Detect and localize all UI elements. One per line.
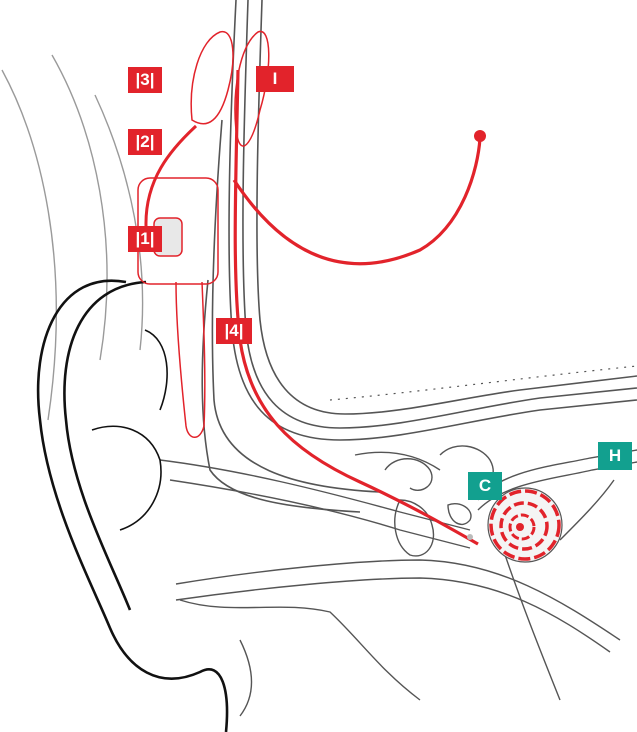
electrode-array — [235, 70, 478, 544]
label-2: |2| — [128, 129, 162, 155]
label-c: C — [468, 472, 502, 500]
label-3: |3| — [128, 67, 162, 93]
head-contour-lines — [2, 55, 143, 420]
label-h: H — [598, 442, 632, 470]
implant-lead — [234, 138, 480, 264]
outer-ear-outline — [38, 281, 227, 732]
label-i: I — [256, 66, 294, 92]
label-1: |1| — [128, 226, 162, 252]
label-4: |4| — [216, 318, 252, 344]
inner-ear-folds — [92, 330, 167, 530]
reference-electrode-tip — [474, 130, 486, 142]
